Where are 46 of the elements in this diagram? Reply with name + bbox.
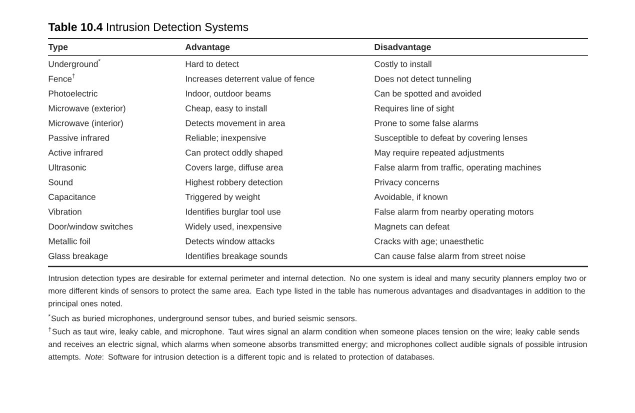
table-cell: Prone to some false alarms xyxy=(374,120,478,126)
table-cell: Cheap, easy to install xyxy=(186,105,267,114)
table-cell: Ultrasonic xyxy=(48,164,86,170)
table-cell: Metallic foil xyxy=(48,238,90,244)
table-cell: Glass breakage xyxy=(48,252,108,261)
table-cell: Identifies burglar tool use xyxy=(186,208,281,216)
table-cell: Can be spotted and avoided xyxy=(374,90,481,98)
table-cell: Underground$^{*}$ xyxy=(48,59,100,69)
table-cell: Widely used, inexpensive xyxy=(185,223,282,232)
table-cell: Identifies breakage sounds xyxy=(186,252,288,261)
table-cell: Susceptible to defeat by covering lenses xyxy=(374,134,528,143)
table-cell: False alarm from traffic, operating machines xyxy=(374,164,541,172)
table-cell: Door/window switches xyxy=(48,223,133,230)
column-header: Type xyxy=(48,44,68,52)
table-cell: May require repeated adjustments xyxy=(374,149,504,158)
column-header: Disadvantage xyxy=(374,44,431,52)
table-cell: Cracks with age; unaesthetic xyxy=(374,238,484,246)
table-cell: Can protect oddly shaped xyxy=(186,149,282,158)
table-cell: Costly to install xyxy=(374,60,432,69)
table-cell: Sound xyxy=(48,179,72,186)
column-header: Advantage xyxy=(185,44,230,52)
table-cell: Avoidable, if known xyxy=(374,194,448,201)
table-cell: Detects movement in area xyxy=(186,120,286,126)
table-cell: Does not detect tunneling xyxy=(374,76,471,84)
table-cell: Passive infrared xyxy=(48,134,110,141)
table-title: Table 10.4 Intrusion Detection Systems xyxy=(48,22,248,34)
table-cell: Capacitance xyxy=(48,194,96,202)
table-cell: Fence$^{†}$ xyxy=(48,74,75,82)
table-cell: Vibration xyxy=(48,208,82,215)
table-cell: Requires line of sight xyxy=(374,105,454,114)
table-cell: Active infrared xyxy=(48,149,102,156)
table-cell: Privacy concerns xyxy=(374,179,440,187)
table-cell: Indoor, outdoor beams xyxy=(186,90,271,98)
table-cell: Highest robbery detection xyxy=(186,179,282,187)
table-cell: Increases deterrent value of fence xyxy=(186,76,314,82)
table-cell: False alarm from nearby operating motors xyxy=(374,208,534,216)
table-cell: Hard to detect xyxy=(186,60,239,68)
table-cell: Detects window attacks xyxy=(186,238,274,244)
table-cell: Microwave (exterior) xyxy=(48,105,126,114)
table-cell: Reliable; inexpensive xyxy=(186,134,266,143)
table-cell: Magnets can defeat xyxy=(374,223,450,232)
table-cell: Covers large, diffuse area xyxy=(186,164,284,172)
table-cell: Photoelectric xyxy=(48,90,98,97)
table-cell: Triggered by weight xyxy=(185,194,260,202)
table-cell: Microwave (interior) xyxy=(48,120,123,128)
table-cell: Can cause false alarm from street noise xyxy=(374,252,526,260)
